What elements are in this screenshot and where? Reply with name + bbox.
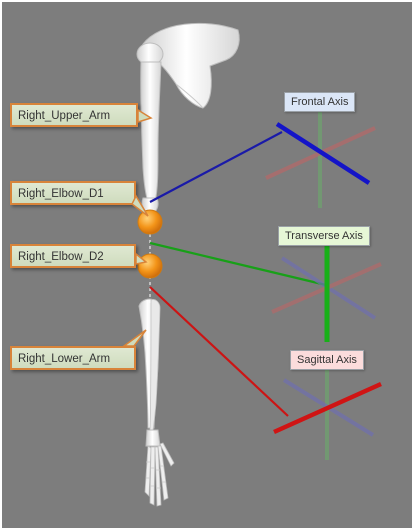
humerus-bone <box>137 43 163 214</box>
sagittal-axis-label: Sagittal Axis <box>290 350 364 370</box>
elbow-d2-joint[interactable] <box>138 254 162 278</box>
segment-label-upper-arm: Right_Upper_Arm <box>10 103 138 127</box>
transverse-leader-line <box>150 243 326 285</box>
forearm-bones <box>139 299 160 430</box>
segment-label-elbow-d2: Right_Elbow_D2 <box>10 244 136 268</box>
frontal-axis-gizmo <box>266 112 375 208</box>
frontal-axis-label: Frontal Axis <box>284 92 355 112</box>
hand-bones <box>145 430 174 506</box>
segment-label-elbow-d1: Right_Elbow_D1 <box>10 181 136 205</box>
transverse-axis-label: Transverse Axis <box>278 226 370 246</box>
elbow-d1-joint[interactable] <box>138 210 162 234</box>
sagittal-axis-gizmo <box>274 370 381 460</box>
transverse-axis-gizmo <box>272 246 381 342</box>
sagittal-leader-line <box>150 287 288 416</box>
frontal-leader-line <box>150 132 282 202</box>
segment-label-lower-arm: Right_Lower_Arm <box>10 346 136 370</box>
